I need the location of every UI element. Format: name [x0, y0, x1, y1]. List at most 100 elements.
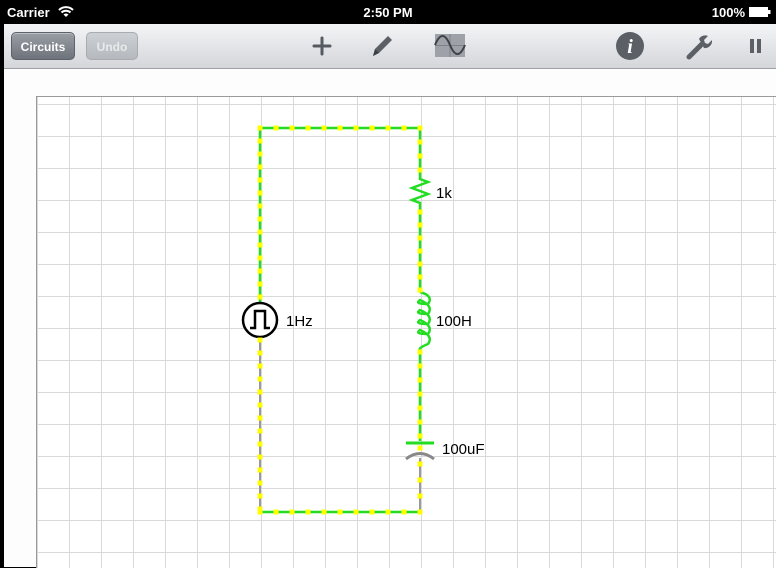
current-dot	[417, 349, 423, 355]
current-dot	[257, 350, 263, 356]
current-dot	[417, 391, 423, 397]
svg-text:i: i	[627, 36, 633, 58]
current-dot	[417, 445, 423, 451]
pencil-icon[interactable]	[365, 30, 397, 62]
current-dot	[257, 509, 263, 515]
current-dot	[257, 363, 263, 369]
current-dot	[257, 190, 263, 196]
active-wires	[258, 126, 422, 514]
current-dot	[273, 509, 279, 515]
status-bar: Carrier 2:50 PM 100%	[0, 0, 776, 24]
current-dot	[417, 125, 423, 131]
current-dot	[257, 441, 263, 447]
source-label: 1Hz	[286, 313, 313, 330]
current-dot	[417, 274, 423, 280]
current-dot	[417, 405, 423, 411]
current-dot	[417, 235, 423, 241]
current-dot	[369, 509, 375, 515]
current-dot	[257, 402, 263, 408]
wifi-icon	[58, 6, 74, 17]
current-dot	[257, 203, 263, 209]
current-dot	[337, 125, 343, 131]
current-dot	[257, 281, 263, 287]
current-dot	[257, 229, 263, 235]
current-dots	[257, 125, 423, 515]
current-dot	[257, 216, 263, 222]
status-time: 2:50 PM	[363, 5, 413, 20]
circuit-canvas[interactable]	[4, 69, 776, 568]
battery-icon	[749, 7, 771, 17]
current-dot	[257, 467, 263, 473]
resistor-label: 1k	[436, 185, 452, 202]
current-dot	[257, 376, 263, 382]
current-dot	[417, 377, 423, 383]
capacitor[interactable]	[405, 441, 435, 461]
add-icon[interactable]	[306, 30, 338, 62]
current-dot	[257, 138, 263, 144]
square-wave-source[interactable]	[241, 301, 279, 339]
current-dot	[257, 415, 263, 421]
current-dot	[257, 493, 263, 499]
current-dot	[369, 125, 375, 131]
current-dot	[257, 177, 263, 183]
current-dot	[289, 509, 295, 515]
current-dot	[417, 363, 423, 369]
current-dot	[257, 506, 263, 512]
current-dot	[305, 509, 311, 515]
current-dot	[257, 125, 263, 131]
current-dot	[321, 509, 327, 515]
current-dot	[417, 419, 423, 425]
current-dot	[417, 493, 423, 499]
info-icon[interactable]: i	[614, 30, 646, 62]
current-dot	[417, 287, 423, 293]
inactive-wires	[259, 338, 421, 512]
current-dot	[257, 268, 263, 274]
current-dot	[257, 164, 263, 170]
current-dot	[257, 480, 263, 486]
current-dot	[257, 255, 263, 261]
capacitor-label: 100uF	[442, 441, 485, 458]
current-dot	[353, 509, 359, 515]
current-dot	[417, 167, 423, 173]
current-dot	[417, 209, 423, 215]
inductor[interactable]	[417, 290, 431, 351]
current-dot	[417, 477, 423, 483]
current-dot	[385, 125, 391, 131]
current-dot	[353, 125, 359, 131]
current-dot	[273, 125, 279, 131]
inductor-label: 100H	[436, 313, 472, 330]
pause-icon[interactable]	[739, 30, 771, 62]
toolbar: Circuits Undo i	[4, 24, 776, 69]
current-dot	[257, 428, 263, 434]
resistor[interactable]	[408, 175, 432, 208]
current-dot	[401, 509, 407, 515]
current-dot	[257, 151, 263, 157]
undo-button[interactable]: Undo	[86, 32, 138, 60]
carrier-label: Carrier	[7, 5, 50, 20]
current-dot	[305, 125, 311, 131]
current-dot	[257, 337, 263, 343]
current-dot	[321, 125, 327, 131]
current-dot	[417, 261, 423, 267]
current-dot	[257, 242, 263, 248]
current-dot	[257, 389, 263, 395]
current-dot	[417, 461, 423, 467]
circuits-button[interactable]: Circuits	[11, 32, 75, 60]
current-dot	[289, 125, 295, 131]
battery-percentage: 100%	[711, 5, 745, 20]
current-dot	[257, 454, 263, 460]
current-dot	[417, 222, 423, 228]
current-dot	[401, 125, 407, 131]
current-dot	[417, 509, 423, 515]
wrench-icon[interactable]	[682, 30, 714, 62]
grid-paper[interactable]	[36, 96, 776, 568]
current-dot	[417, 153, 423, 159]
current-dot	[417, 248, 423, 254]
current-dot	[337, 509, 343, 515]
current-dot	[257, 294, 263, 300]
current-dot	[417, 433, 423, 439]
current-dot	[385, 509, 391, 515]
current-dot	[417, 139, 423, 145]
oscilloscope-icon[interactable]	[434, 30, 466, 62]
